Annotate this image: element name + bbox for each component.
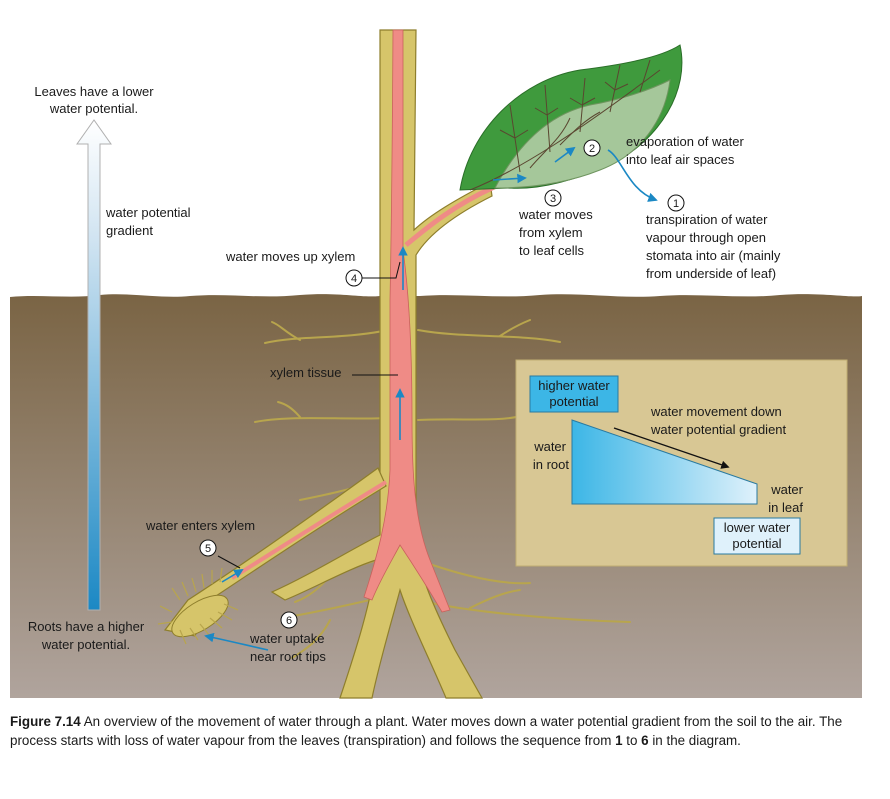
xylem-root-branch — [230, 480, 388, 580]
water-potential-inset: higher water potential water movement do… — [515, 359, 848, 567]
down-gradient-label-2: water potential gradient — [650, 422, 787, 437]
in-root-label-2: in root — [533, 457, 570, 472]
lower-potential-label-2: potential — [732, 536, 781, 551]
down-gradient-label-1: water movement down — [650, 404, 782, 419]
leaf-veins — [469, 59, 661, 191]
step-2-number: 2 — [589, 143, 595, 155]
step-6-number: 6 — [286, 615, 292, 627]
uptake-label-1: water uptake — [249, 631, 324, 646]
potential-wedge — [571, 419, 758, 505]
step-4-number: 4 — [351, 273, 357, 285]
higher-potential-label-1: higher water — [538, 378, 610, 393]
gradient-direction-arrow — [613, 427, 730, 469]
lower-potential-box — [713, 517, 801, 555]
step-4-marker — [345, 269, 363, 287]
caption-to: 6 — [641, 733, 649, 748]
caption-from: 1 — [615, 733, 623, 748]
step-2-marker — [583, 139, 601, 157]
water-flow-arrows — [204, 146, 658, 651]
caption-text-a: An overview of the movement of water thr… — [10, 714, 843, 748]
gradient-label-1: water potential — [105, 205, 191, 220]
step-5-marker — [199, 539, 217, 557]
in-root-label-1: water — [533, 439, 566, 454]
root-tip — [157, 567, 239, 645]
step-1-number: 1 — [673, 198, 679, 210]
leaf-cells-label-3: to leaf cells — [519, 243, 585, 258]
xylem-tissue-label: xylem tissue — [270, 365, 342, 380]
higher-potential-box — [529, 375, 619, 413]
lower-potential-label-1: lower water — [724, 520, 791, 535]
figure-number: Figure 7.14 — [10, 714, 81, 729]
leaves-lower-label-1: Leaves have a lower — [34, 84, 154, 99]
enters-xylem-label: water enters xylem — [145, 518, 255, 533]
stem — [270, 29, 493, 699]
in-leaf-label-1: water — [770, 482, 803, 497]
higher-potential-label-2: potential — [549, 394, 598, 409]
transpiration-label-1: transpiration of water — [646, 212, 768, 227]
evaporation-label-2: into leaf air spaces — [626, 152, 735, 167]
water-transport-diagram: 1 2 3 4 5 6 Leaves have a lower water po… — [10, 29, 862, 699]
transpiration-label-2: vapour through open — [646, 230, 766, 245]
transpiration-label-4: from underside of leaf) — [646, 266, 776, 281]
uptake-label-2: near root tips — [250, 649, 326, 664]
transpiration-label-3: stomata into air (mainly — [646, 248, 781, 263]
step-3-number: 3 — [550, 193, 556, 205]
in-leaf-label-2: in leaf — [768, 500, 803, 515]
moves-up-xylem-label: water moves up xylem — [225, 249, 355, 264]
caption-text-b: in the diagram. — [648, 733, 741, 748]
caption-to-word: to — [622, 733, 642, 748]
leaf-cells-label-1: water moves — [518, 207, 593, 222]
figure-caption: Figure 7.14 An overview of the movement … — [10, 712, 878, 750]
water-potential-gradient-arrow — [76, 119, 112, 611]
leaf-cells-label-2: from xylem — [519, 225, 583, 240]
step-6-marker — [280, 611, 298, 629]
leaves-lower-label-2: water potential. — [49, 101, 138, 116]
roots-higher-label-1: Roots have a higher — [28, 619, 145, 634]
roots-higher-label-2: water potential. — [41, 637, 130, 652]
step-5-number: 5 — [205, 543, 211, 555]
xylem-stem — [363, 29, 451, 613]
step-3-marker — [544, 189, 562, 207]
gradient-label-2: gradient — [106, 223, 153, 238]
step-markers: 1 2 3 4 5 6 — [199, 139, 685, 629]
leader-lines — [217, 261, 401, 569]
step-1-marker — [667, 194, 685, 212]
evaporation-label-1: evaporation of water — [626, 134, 744, 149]
